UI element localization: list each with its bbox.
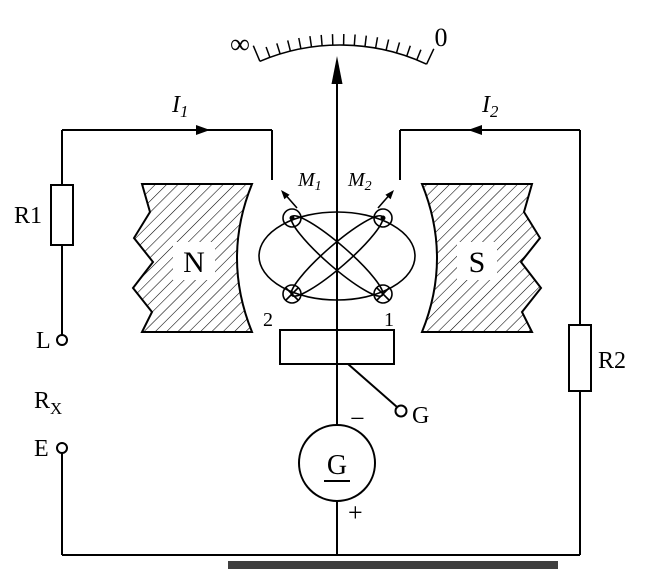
current-i1-arrow (196, 125, 210, 135)
generator-label: G (327, 450, 347, 481)
current-i1-label: I1 (171, 92, 188, 121)
coil-terminal-top-left (282, 208, 302, 228)
current-i2-label: I2 (481, 92, 499, 121)
pole-s-label: S (469, 246, 486, 279)
generator-minus-label: − (350, 404, 365, 433)
resistor-r2-label: R2 (598, 348, 626, 374)
coil-1-label: 1 (384, 309, 394, 331)
resistor-r1-body (50, 184, 74, 246)
coil-former-box (279, 329, 395, 365)
terminal-l-label: L (36, 328, 51, 354)
terminal-g-circle (394, 404, 408, 418)
scale-infinity-label: ∞ (230, 29, 250, 60)
terminal-l-circle (56, 334, 68, 346)
scale-arc (259, 44, 427, 65)
torque-m2-label: M2 (347, 169, 372, 194)
scale-zero-label: 0 (435, 23, 448, 52)
terminal-e-circle (56, 442, 68, 454)
unknown-resistance-rx-label: RX (34, 388, 62, 418)
torque-m1-arrow (281, 190, 298, 209)
resistor-r2-body (568, 324, 592, 392)
coil-2-label: 2 (263, 309, 273, 331)
bottom-watermark-bar (228, 561, 558, 569)
generator-circle (298, 424, 376, 502)
generator-plus-label: + (348, 498, 363, 527)
terminal-e-label: E (34, 436, 49, 462)
pole-n-label: N (183, 246, 205, 279)
torque-m2-arrow (377, 190, 394, 209)
guard-terminal-label: G (412, 403, 429, 429)
coil-terminal-top-right (373, 208, 393, 228)
torque-m1-label: M1 (297, 169, 322, 194)
resistor-r1-label: R1 (14, 203, 42, 229)
wiring-left-branch (61, 129, 273, 555)
pointer-arrowhead (331, 56, 343, 84)
guard-wire-diagonal (347, 363, 398, 408)
wiring-right-branch (399, 129, 581, 555)
coil-frame-ellipse (258, 211, 416, 301)
pole-n-label-backdrop (173, 242, 215, 280)
scale-ticks (252, 33, 435, 65)
coil-terminal-bottom-left (282, 284, 302, 304)
coil-terminal-bottom-right (373, 284, 393, 304)
current-i2-arrow (468, 125, 482, 135)
pole-s-label-backdrop (457, 242, 497, 280)
